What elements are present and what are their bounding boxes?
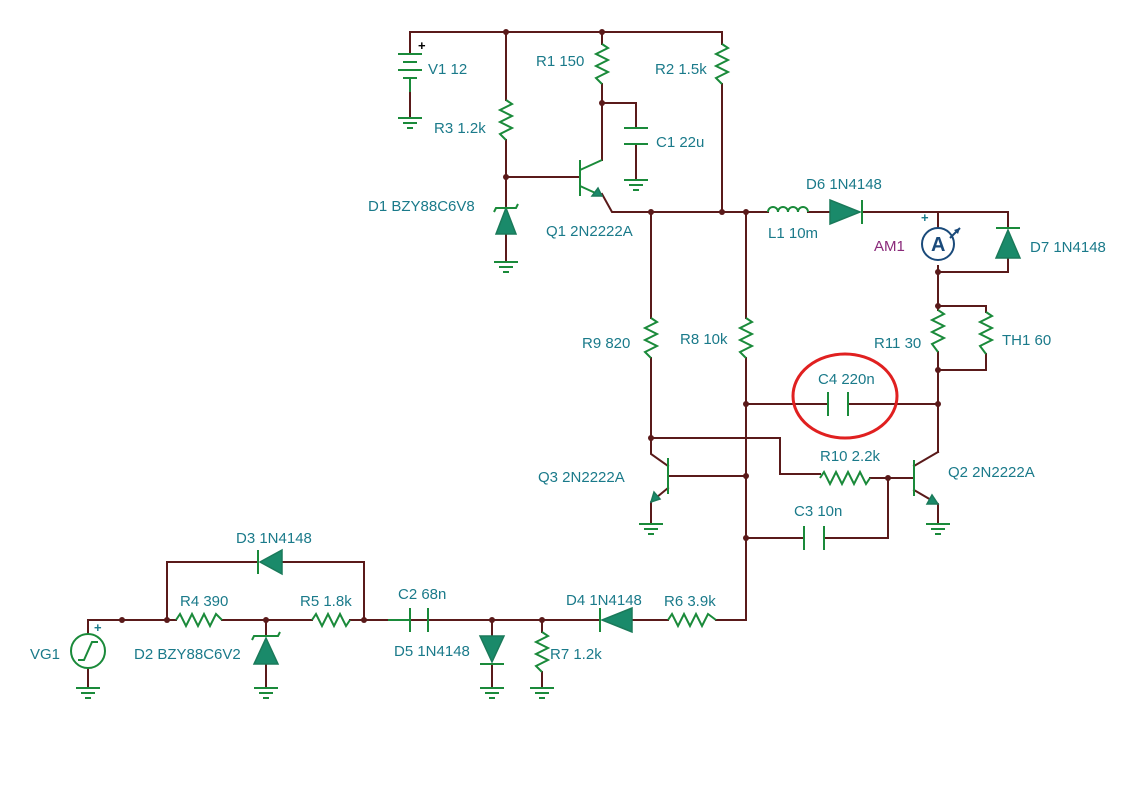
ground-icon bbox=[254, 687, 278, 699]
label-q2: Q2 2N2222A bbox=[948, 464, 1035, 481]
transistor-q2 bbox=[913, 460, 940, 505]
label-c1: C1 22u bbox=[656, 134, 704, 151]
ammeter-letter: A bbox=[931, 234, 945, 256]
component-labels: V1 12 R1 150 R2 1.5k R3 1.2k C1 22u D1 B… bbox=[30, 53, 1106, 663]
label-r7: R7 1.2k bbox=[550, 646, 602, 663]
label-d3: D3 1N4148 bbox=[236, 530, 312, 547]
label-v1: V1 12 bbox=[428, 61, 467, 78]
resistor-r1 bbox=[593, 43, 611, 85]
transistor-q3 bbox=[649, 458, 669, 504]
resistor-r3 bbox=[497, 99, 515, 141]
label-r2: R2 1.5k bbox=[655, 61, 707, 78]
label-r11: R11 30 bbox=[874, 335, 921, 352]
zener-diode-d1 bbox=[493, 203, 519, 235]
diode-d4 bbox=[599, 606, 633, 634]
ground-icon bbox=[494, 261, 518, 273]
ammeter-am1 bbox=[921, 227, 961, 261]
inductor-l1 bbox=[767, 206, 809, 213]
thermistor-th1 bbox=[977, 311, 995, 355]
resistor-r10 bbox=[819, 469, 871, 487]
capacitors bbox=[388, 127, 849, 632]
ground-icon bbox=[926, 523, 950, 535]
ground-icon bbox=[480, 687, 504, 699]
generator-plus-sign: + bbox=[94, 620, 102, 635]
ground-icon bbox=[624, 179, 648, 191]
label-vg1: VG1 bbox=[30, 646, 60, 663]
signal-generator-vg1 bbox=[70, 633, 106, 669]
resistors bbox=[175, 43, 995, 673]
capacitor-c1 bbox=[624, 127, 648, 145]
capacitor-c4 bbox=[827, 392, 849, 416]
ground-icon bbox=[530, 687, 554, 699]
label-r5: R5 1.8k bbox=[300, 593, 352, 610]
resistor-r11 bbox=[929, 309, 947, 353]
c4-highlight-circle bbox=[791, 352, 899, 440]
label-am1: AM1 bbox=[874, 238, 905, 255]
diode-d5 bbox=[478, 635, 506, 665]
zener-diode-d2 bbox=[251, 631, 281, 665]
diode-d7 bbox=[994, 227, 1022, 259]
label-r10: R10 2.2k bbox=[820, 448, 881, 465]
ammeter-plus-sign: + bbox=[921, 210, 929, 225]
label-r3: R3 1.2k bbox=[434, 120, 486, 137]
resistor-r5 bbox=[311, 611, 351, 629]
junction-dots bbox=[119, 29, 941, 623]
label-d5: D5 1N4148 bbox=[394, 643, 470, 660]
label-r6: R6 3.9k bbox=[664, 593, 716, 610]
ground-icon bbox=[398, 117, 422, 129]
label-r8: R8 10k bbox=[680, 331, 728, 348]
label-d2: D2 BZY88C6V2 bbox=[134, 646, 241, 663]
label-l1: L1 10m bbox=[768, 225, 818, 242]
label-d6: D6 1N4148 bbox=[806, 176, 882, 193]
resistor-r9 bbox=[642, 317, 660, 359]
diodes bbox=[251, 198, 1022, 665]
resistor-r2 bbox=[713, 43, 731, 85]
label-q1: Q1 2N2222A bbox=[546, 223, 633, 240]
diode-d6 bbox=[829, 198, 863, 226]
resistor-r6 bbox=[667, 611, 717, 629]
diode-d3 bbox=[257, 548, 283, 576]
resistor-r8 bbox=[737, 317, 755, 359]
battery-plus-sign: + bbox=[418, 38, 426, 53]
battery-v1-symbol bbox=[398, 53, 422, 92]
resistor-r7 bbox=[533, 631, 551, 673]
capacitor-c3 bbox=[803, 526, 825, 550]
ground-icons bbox=[76, 117, 950, 699]
wires bbox=[87, 31, 1009, 689]
label-d7: D7 1N4148 bbox=[1030, 239, 1106, 256]
transistors bbox=[579, 159, 940, 505]
label-th1: TH1 60 bbox=[1002, 332, 1051, 349]
resistor-r4 bbox=[175, 611, 223, 629]
label-d1: D1 BZY88C6V8 bbox=[368, 198, 475, 215]
transistor-q1 bbox=[579, 159, 604, 197]
label-r4: R4 390 bbox=[180, 593, 228, 610]
label-r9: R9 820 bbox=[582, 335, 630, 352]
label-c3: C3 10n bbox=[794, 503, 842, 520]
label-q3: Q3 2N2222A bbox=[538, 469, 625, 486]
label-d4: D4 1N4148 bbox=[566, 592, 642, 609]
label-r1: R1 150 bbox=[536, 53, 584, 70]
ground-icon bbox=[76, 687, 100, 699]
label-c4: C4 220n bbox=[818, 371, 875, 388]
label-c2: C2 68n bbox=[398, 586, 446, 603]
ground-icon bbox=[639, 523, 663, 535]
capacitor-c2 bbox=[388, 608, 429, 632]
